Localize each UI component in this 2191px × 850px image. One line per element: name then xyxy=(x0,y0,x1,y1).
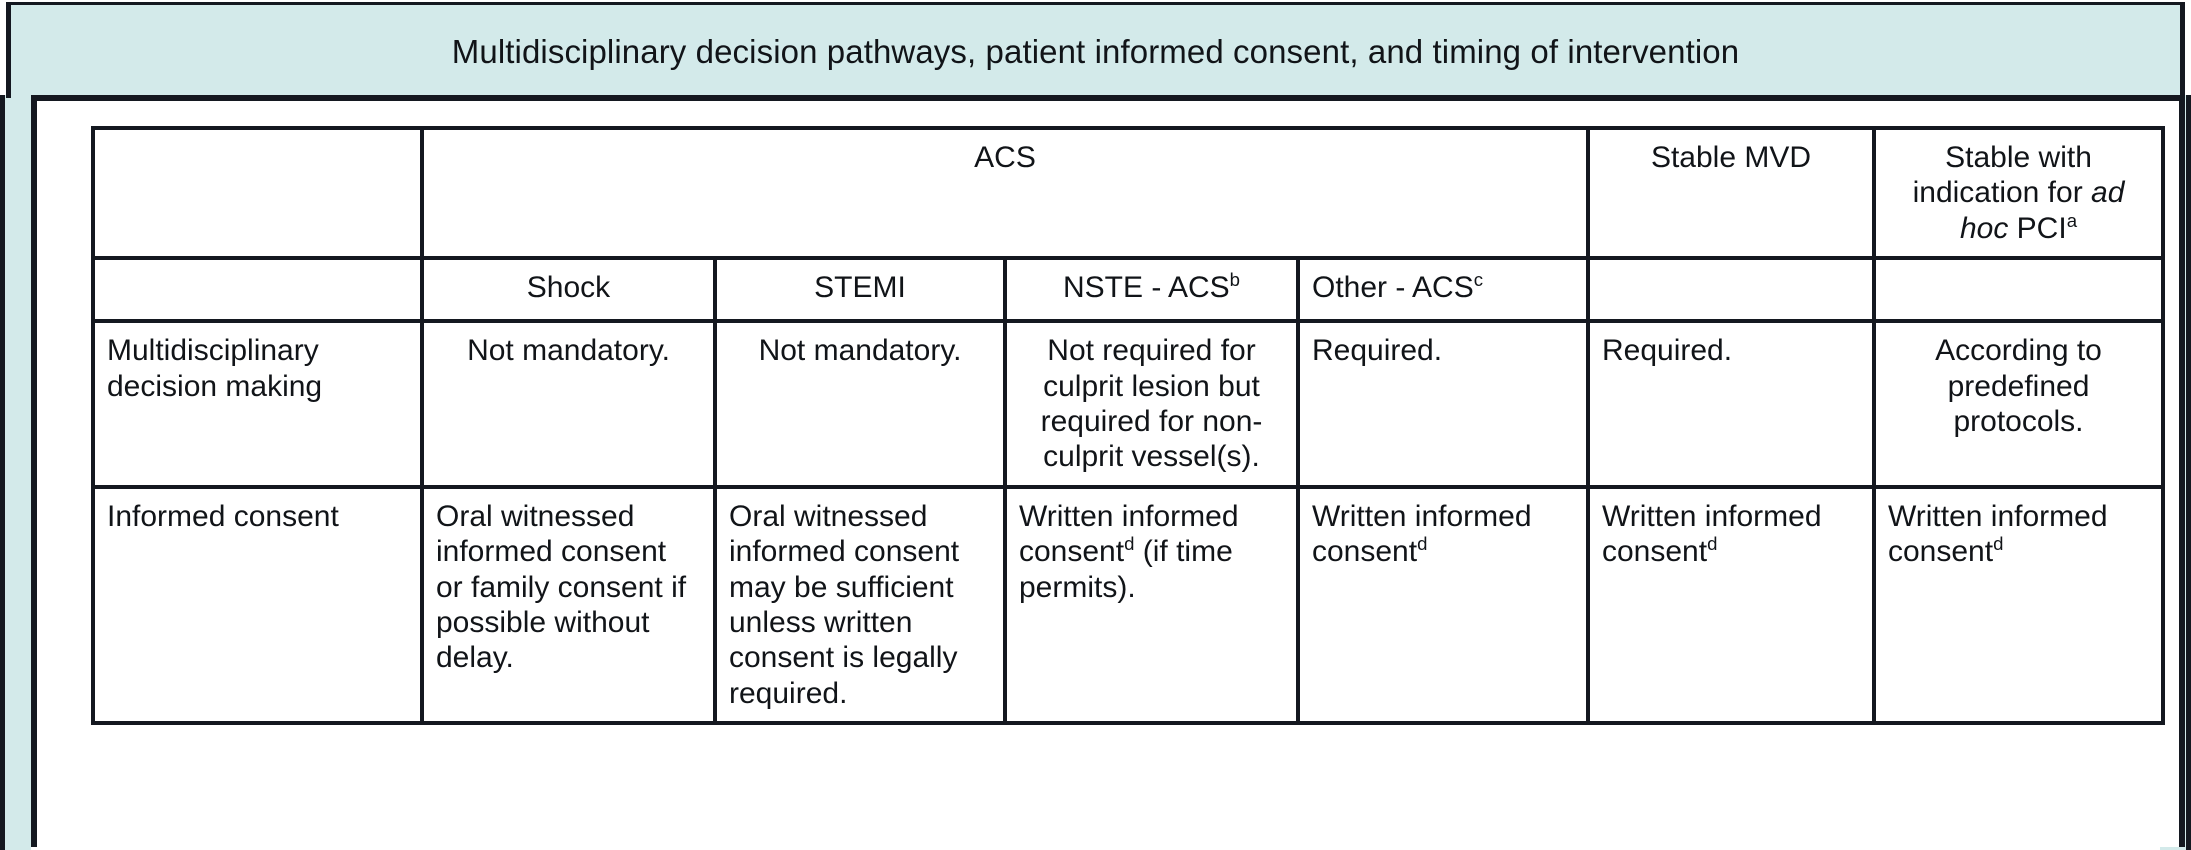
header-acs-group: ACS xyxy=(420,125,1590,261)
left-teal-strip xyxy=(0,95,31,850)
header-stable-ad-hoc-pci: Stable with indication for ad hoc PCIa xyxy=(1872,125,2165,261)
subheader-stable-mvd xyxy=(1586,256,1876,324)
cell-multidisciplinary-shock: Not mandatory. xyxy=(420,319,717,489)
footnote-marker-a: a xyxy=(2066,209,2078,231)
cell-multidisciplinary-stemi: Not mandatory. xyxy=(713,319,1007,489)
subheader-nste-acs-text: NSTE - ACS xyxy=(1062,271,1230,305)
cell-informed-consent-other-acs: Written informed consentd xyxy=(1296,484,1590,726)
footnote-marker-d: d xyxy=(1993,533,2004,555)
subheader-nste-acs: NSTE - ACSb xyxy=(1003,256,1300,324)
cell-informed-consent-stable-mvd: Written informed consentd xyxy=(1586,484,1876,726)
footnote-marker-c: c xyxy=(1473,269,1484,291)
footnote-marker-d: d xyxy=(1124,533,1135,555)
footnote-marker-d: d xyxy=(1417,533,1428,555)
header-stable-ad-hoc-pci-before: Stable with indication for xyxy=(1912,141,2092,210)
table-row: Informed consent Oral witnessed informed… xyxy=(91,484,2165,726)
row-label-informed-consent: Informed consent xyxy=(91,484,424,726)
cell-informed-consent-stable-ad-hoc-pci: Written informed consentd xyxy=(1872,484,2165,726)
decision-pathways-table: ACS Stable MVD Stable with indication fo… xyxy=(91,125,2165,726)
table-row: Multidisciplinary decision making Not ma… xyxy=(91,319,2165,489)
subheader-stable-ad-hoc-pci xyxy=(1872,256,2165,324)
row-label-multidisciplinary-decision-making: Multidisciplinary decision making xyxy=(91,319,424,489)
subheader-stemi: STEMI xyxy=(713,256,1007,324)
cell-informed-consent-stable-mvd-before: Written informed consent xyxy=(1602,499,1822,569)
subheader-corner-cell xyxy=(91,256,424,324)
figure-title: Multidisciplinary decision pathways, pat… xyxy=(451,32,1740,70)
header-stable-mvd: Stable MVD xyxy=(1586,125,1876,261)
header-corner-cell xyxy=(91,125,424,261)
table-group-header-row: ACS Stable MVD Stable with indication fo… xyxy=(91,125,2165,261)
subheader-other-acs-text: Other - ACS xyxy=(1312,271,1474,305)
cell-informed-consent-shock: Oral witnessed informed consent or famil… xyxy=(420,484,717,726)
cell-informed-consent-stemi: Oral witnessed informed consent may be s… xyxy=(713,484,1007,726)
cell-informed-consent-nste-acs: Written informed consentd (if time permi… xyxy=(1003,484,1300,726)
cell-multidisciplinary-nste-acs: Not required for culprit lesion but requ… xyxy=(1003,319,1300,489)
footnote-marker-b: b xyxy=(1229,269,1241,291)
footnote-marker-d: d xyxy=(1707,533,1718,555)
cell-informed-consent-other-acs-before: Written informed consent xyxy=(1312,499,1532,569)
subheader-shock: Shock xyxy=(420,256,717,324)
cell-multidisciplinary-other-acs: Required. xyxy=(1296,319,1590,489)
header-stable-ad-hoc-pci-italic: ad hoc xyxy=(1959,176,2125,245)
cell-informed-consent-stable-ad-hoc-pci-before: Written informed consent xyxy=(1888,499,2108,569)
figure-title-band: Multidisciplinary decision pathways, pat… xyxy=(6,2,2185,98)
cell-multidisciplinary-stable-mvd: Required. xyxy=(1586,319,1876,489)
table-panel: ACS Stable MVD Stable with indication fo… xyxy=(31,95,2185,847)
cell-multidisciplinary-stable-ad-hoc-pci: According to predefined protocols. xyxy=(1872,319,2165,489)
cell-informed-consent-nste-acs-after: (if time permits). xyxy=(1019,535,1233,604)
cell-informed-consent-nste-acs-before: Written informed consent xyxy=(1019,499,1239,569)
table-sub-header-row: Shock STEMI NSTE - ACSb Other - ACSc xyxy=(91,256,2165,324)
header-stable-ad-hoc-pci-after: PCI xyxy=(2008,211,2067,245)
subheader-other-acs: Other - ACSc xyxy=(1296,256,1590,324)
